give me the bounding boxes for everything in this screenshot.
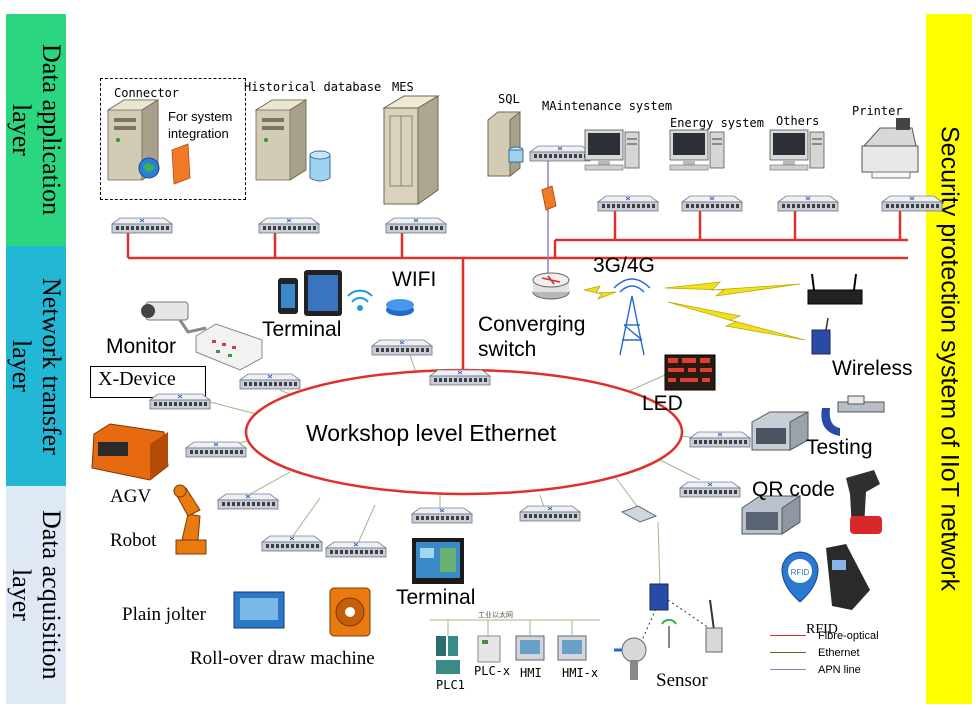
others-pc — [769, 129, 825, 171]
energy-pc — [669, 129, 725, 171]
energy-system-label: Energy system — [670, 116, 764, 130]
connector-group-box — [100, 78, 246, 200]
legend-item-apn: APN line — [770, 661, 879, 678]
qr-equipment-icon — [741, 495, 801, 535]
barcode-scanner-icon — [846, 470, 882, 534]
roll-over-label: Roll-over draw machine — [190, 648, 375, 669]
cell-tower-icon — [613, 278, 651, 356]
control-box-icon — [195, 323, 263, 371]
legend-item-ethernet: Ethernet — [770, 644, 879, 661]
data-acquisition-layer-band: Data acquisition layer — [6, 486, 66, 704]
sensor-gateway-icon — [620, 505, 669, 611]
mobile-network-label: 3G/4G — [593, 254, 655, 277]
testing-equipment-icon — [751, 411, 809, 451]
wireless-label: Wireless — [832, 357, 913, 380]
sensor-label: Sensor — [656, 670, 708, 691]
led-board-icon — [664, 354, 716, 391]
legend-fibre-swatch — [770, 635, 806, 636]
hmi-icon — [515, 635, 545, 661]
hmix-icon — [557, 635, 587, 661]
data-acquisition-layer-label: Data acquisition layer — [7, 510, 66, 680]
hmi-label: HMI — [520, 666, 542, 680]
roll-over-machine-icon — [329, 587, 371, 637]
terminal-top-label: Terminal — [262, 318, 342, 341]
plain-jolter-icon — [233, 591, 285, 629]
legend-fibre-label: Fibre-optical — [818, 629, 879, 642]
wireless-module-icon — [811, 317, 831, 355]
x-device-label: X-Device — [98, 368, 176, 390]
connector-label: Connector — [114, 86, 180, 100]
qr-code-label: QR code — [752, 478, 835, 501]
wifi-signal-icon — [347, 289, 373, 311]
legend-ethernet-label: Ethernet — [818, 646, 860, 659]
mes-server — [382, 95, 440, 205]
micrometer-icon — [821, 395, 885, 436]
agv-icon — [91, 423, 169, 481]
plain-jolter-label: Plain jolter — [122, 604, 206, 625]
led-label: LED — [642, 392, 683, 415]
terminal-bottom-label: Terminal — [396, 586, 476, 609]
mes-label: MES — [392, 80, 414, 94]
plc1-label: PLC1 — [436, 678, 465, 692]
pressure-sensor-icon — [614, 637, 647, 680]
robot-label: Robot — [110, 530, 157, 551]
hmix-label: HMI-x — [562, 666, 599, 680]
network-transfer-layer-band: Network transfer layer — [6, 246, 66, 486]
industrial-bus-label: 工业以太网 — [478, 611, 513, 619]
others-label: Others — [776, 114, 820, 128]
legend-apn-label: APN line — [818, 663, 861, 676]
historical-database-label: Historical database — [244, 80, 382, 94]
monitor-label: Monitor — [106, 335, 177, 358]
database-icon — [309, 150, 331, 160]
wireless-bolts — [583, 281, 806, 341]
rfid-tag-icon — [781, 551, 819, 603]
rfid-label: RFID — [806, 622, 838, 637]
maintenance-pc — [584, 129, 640, 171]
plc1-icon — [436, 636, 460, 674]
sensor-links — [641, 599, 713, 641]
integration-module-icon — [171, 143, 191, 185]
sql-label: SQL — [498, 92, 520, 106]
printer-label: Printer — [852, 104, 903, 118]
terminal-panel-icon — [412, 538, 464, 584]
wireless-sensor-icon — [661, 599, 723, 653]
wifi-router-icon — [386, 299, 414, 316]
legend: Fibre-optical Ethernet APN line — [770, 627, 879, 678]
maintenance-system-label: MAintenance system — [542, 99, 673, 113]
printer-icon — [861, 118, 919, 179]
data-application-layer-band: Data application layer — [6, 14, 66, 246]
firewall-icon — [541, 185, 557, 211]
rfid-reader-icon — [826, 544, 870, 610]
network-transfer-layer-label: Network transfer layer — [7, 277, 66, 455]
legend-ethernet-swatch — [770, 652, 806, 653]
legend-item-fibre: Fibre-optical — [770, 627, 879, 644]
testing-label: Testing — [806, 436, 873, 459]
converging-switch-label: Converging switch — [478, 313, 586, 361]
plcx-icon — [477, 635, 501, 663]
workshop-ethernet-label: Workshop level Ethernet — [306, 420, 557, 446]
robot-arm-icon — [173, 484, 207, 555]
fibre-backbone — [126, 210, 908, 375]
agv-label: AGV — [110, 486, 152, 507]
phone-icon — [278, 278, 298, 314]
data-application-layer-label: Data application layer — [7, 44, 66, 216]
tablet-icon — [304, 270, 342, 316]
security-protection-band: Security protection system of IIoT netwo… — [926, 14, 972, 704]
wifi-label: WIFI — [392, 268, 437, 291]
camera-icon — [141, 301, 207, 334]
converging-switch-icon — [532, 272, 570, 300]
historical-database-server — [255, 99, 307, 181]
plcx-label: PLC-x — [474, 664, 511, 678]
legend-apn-swatch — [770, 669, 806, 670]
system-integration-label: For system integration — [168, 109, 233, 141]
sql-server — [487, 110, 524, 178]
rfid-tag-text: RFID — [791, 568, 810, 577]
x-device-box — [90, 366, 206, 398]
wireless-router-icon — [807, 273, 863, 305]
